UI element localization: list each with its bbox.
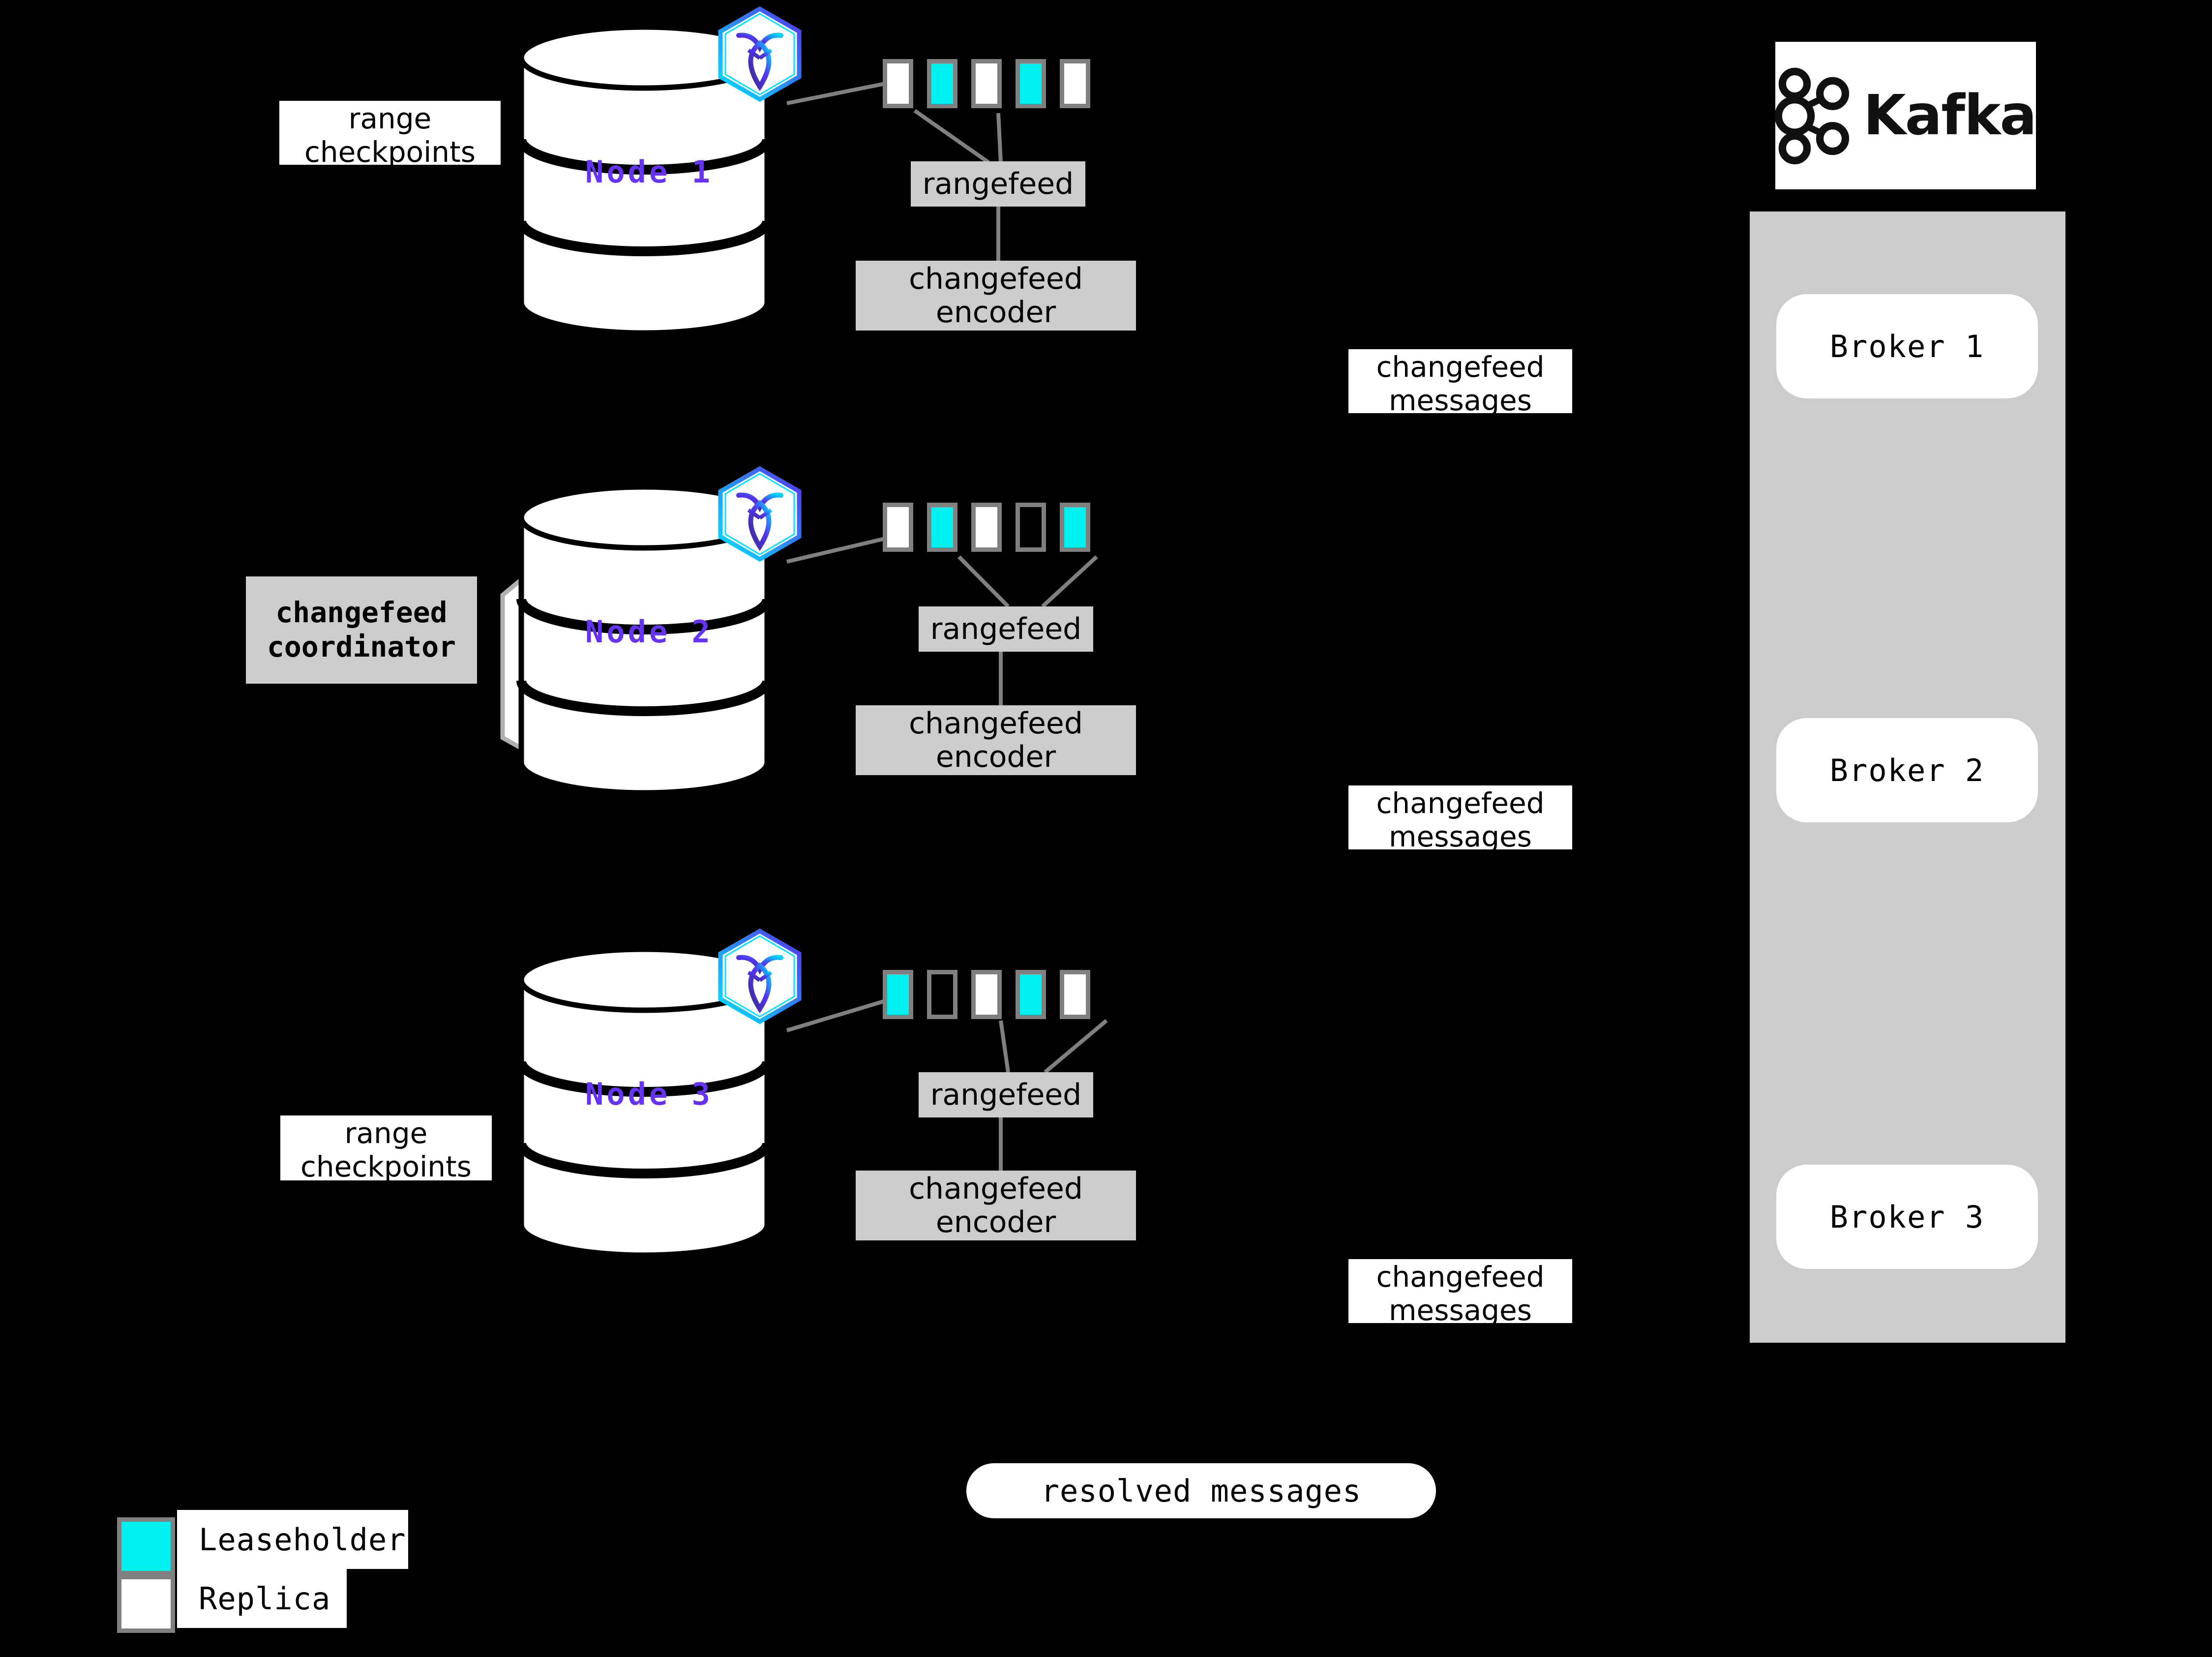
- broker-3[interactable]: Broker 3: [1776, 1165, 2038, 1269]
- node-2-group: Node 2: [516, 466, 802, 796]
- range-box[interactable]: [927, 970, 957, 1019]
- broker-2[interactable]: Broker 2: [1776, 718, 2038, 822]
- cockroachdb-hex-logo: [718, 466, 802, 562]
- range-box[interactable]: [971, 970, 1002, 1019]
- node-1-encoder-box[interactable]: changefeed encoder: [856, 261, 1136, 331]
- node-1-rangefeed-box[interactable]: rangefeed: [911, 161, 1085, 207]
- node-2-encoder-box[interactable]: changefeed encoder: [856, 705, 1136, 775]
- legend-label-leaseholder: Leaseholder: [177, 1510, 408, 1569]
- node-3-encoder-box[interactable]: changefeed encoder: [856, 1171, 1136, 1240]
- changefeed-messages-label-3: changefeed messages: [1348, 1259, 1572, 1323]
- range-box[interactable]: [1016, 59, 1046, 108]
- range-box[interactable]: [1016, 970, 1046, 1019]
- range-box[interactable]: [927, 59, 957, 108]
- range-box[interactable]: [1060, 59, 1090, 108]
- legend-swatch-replica: [117, 1575, 175, 1633]
- range-box[interactable]: [971, 503, 1002, 552]
- node-1-label: Node 1: [585, 154, 713, 190]
- node-3-ranges: [883, 970, 1104, 1019]
- kafka-wordmark: Kafka: [1863, 84, 2037, 148]
- cockroachdb-hex-logo: [718, 928, 802, 1024]
- changefeed-messages-label-1: changefeed messages: [1348, 349, 1572, 413]
- kafka-logo-card: Kafka: [1775, 42, 2037, 189]
- changefeed-coordinator-box[interactable]: changefeed coordinator: [246, 576, 477, 684]
- range-box[interactable]: [971, 59, 1002, 108]
- node-3-rangefeed-box[interactable]: rangefeed: [919, 1072, 1093, 1117]
- legend-label-replica: Replica: [177, 1569, 347, 1628]
- node-2-ranges: [883, 503, 1104, 552]
- node-1-range-checkpoints-label: range checkpoints: [279, 101, 501, 165]
- node-2-rangefeed-box[interactable]: rangefeed: [919, 606, 1093, 652]
- kafka-logo: [1775, 67, 1850, 164]
- broker-1[interactable]: Broker 1: [1776, 294, 2038, 398]
- cockroachdb-hex-logo: [718, 6, 802, 102]
- range-box[interactable]: [883, 970, 913, 1019]
- range-box[interactable]: [927, 503, 957, 552]
- range-box[interactable]: [883, 503, 913, 552]
- range-box[interactable]: [1060, 970, 1090, 1019]
- node-3-range-checkpoints-label: range checkpoints: [280, 1115, 492, 1180]
- node-1-cylinder: [516, 24, 772, 336]
- node-1-group: Node 1: [516, 6, 802, 336]
- range-box[interactable]: [1060, 503, 1090, 552]
- node-1-ranges: [883, 59, 1104, 108]
- node-2-label: Node 2: [585, 614, 713, 650]
- changefeed-messages-label-2: changefeed messages: [1348, 785, 1572, 849]
- range-box[interactable]: [1016, 503, 1046, 552]
- node-3-label: Node 3: [585, 1076, 713, 1112]
- legend-swatch-leaseholder: [117, 1517, 175, 1575]
- node-3-group: Node 3: [516, 928, 802, 1258]
- range-box[interactable]: [883, 59, 913, 108]
- resolved-messages-pill: resolved messages: [966, 1463, 1436, 1518]
- node-3-cylinder: [516, 946, 772, 1258]
